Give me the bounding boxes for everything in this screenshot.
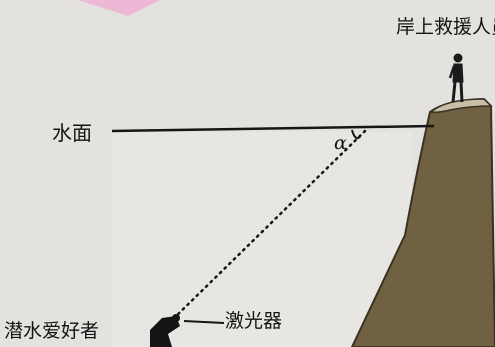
laser-label: 激光器 <box>225 310 283 332</box>
rescuer-figure <box>448 53 464 103</box>
diver-figure <box>150 314 180 347</box>
water-surface-line <box>111 124 435 133</box>
laser-beam <box>168 129 367 324</box>
cliff-top <box>429 98 493 113</box>
diver-label: 潜水爱好者 <box>4 320 100 342</box>
water-surface-label: 水面 <box>52 121 92 145</box>
laser-pointer-line <box>183 320 225 324</box>
angle-label: α <box>334 132 347 154</box>
corner-tint <box>78 0 160 16</box>
water-region <box>112 132 412 347</box>
angle-arc <box>351 129 361 140</box>
rescuer-label: 岸上救援人员 <box>396 16 495 38</box>
